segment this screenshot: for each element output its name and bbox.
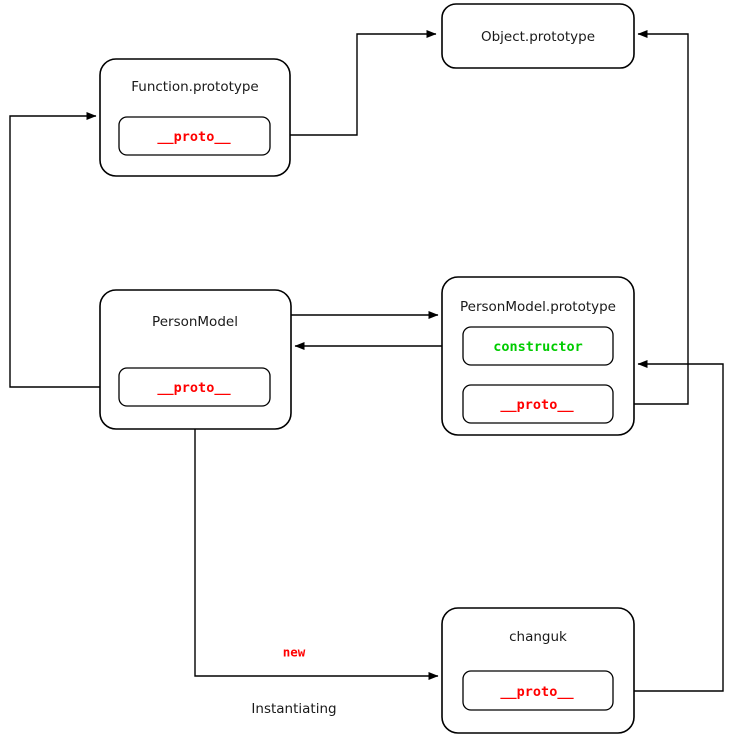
function-prototype-proto-label: __proto__ [157,129,231,145]
changuk-proto-slot[interactable] [462,670,614,711]
node-person-model[interactable]: PersonModel __proto__ [99,289,292,430]
node-object-prototype[interactable]: Object.prototype [441,3,635,69]
person-model-prototype-proto-slot[interactable] [462,384,614,424]
function-prototype-title: Function.prototype [131,79,259,95]
edge-person-model-proto-to-function-prototype [9,112,119,388]
person-model-box[interactable] [99,289,292,430]
edge-person-model-prototype-proto-to-object-prototype [613,30,689,405]
edge-function-proto-to-object-prototype [270,30,437,136]
edge-changuk-proto-to-person-model-prototype [613,360,724,692]
changuk-proto-label: __proto__ [500,684,574,700]
instantiating-caption: Instantiating [251,701,336,717]
node-function-prototype[interactable]: Function.prototype __proto__ [99,58,291,177]
connector-layer [9,30,724,692]
person-model-title: PersonModel [152,314,238,330]
function-prototype-proto-slot[interactable] [118,116,271,156]
person-model-proto-slot[interactable] [118,367,271,407]
new-edge-label: new [283,645,306,660]
node-changuk[interactable]: changuk __proto__ [441,607,635,734]
person-model-proto-label: __proto__ [157,380,231,396]
node-person-model-prototype[interactable]: PersonModel.prototype constructor __prot… [441,276,635,436]
changuk-title: changuk [509,629,567,645]
person-model-prototype-constructor-slot[interactable] [462,326,614,366]
person-model-prototype-proto-label: __proto__ [500,397,574,413]
edge-person-model-to-changuk [194,429,439,680]
object-prototype-box[interactable] [441,3,635,69]
object-prototype-title: Object.prototype [481,29,595,45]
person-model-prototype-constructor-label: constructor [493,339,582,355]
person-model-prototype-title: PersonModel.prototype [460,299,616,315]
